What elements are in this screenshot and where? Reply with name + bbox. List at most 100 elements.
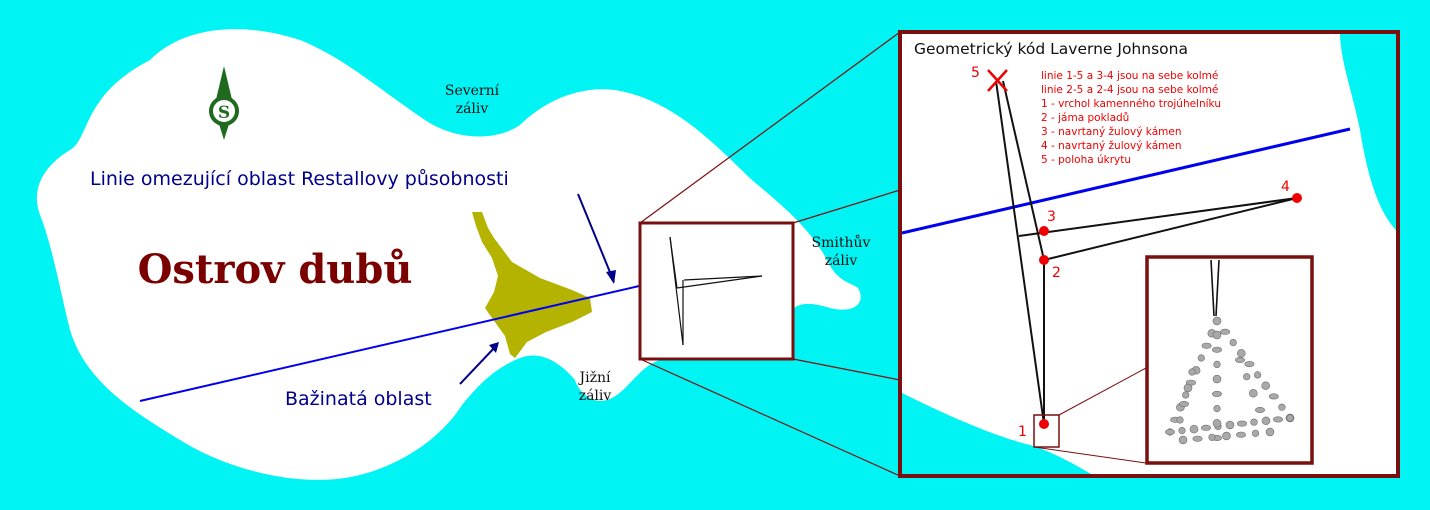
location-frame-small <box>638 221 795 361</box>
stone <box>1235 356 1246 363</box>
stone <box>1220 328 1231 335</box>
stone <box>1201 424 1212 431</box>
stone <box>1213 360 1221 369</box>
projection-line-top <box>639 31 901 224</box>
stone <box>1236 431 1247 438</box>
stone <box>1213 405 1221 413</box>
stone <box>1182 391 1190 399</box>
stone <box>1268 393 1279 400</box>
legend-line-7: 5 - poloha úkrytu <box>1041 154 1131 166</box>
detail-projection-bottom <box>1033 446 1147 464</box>
stone <box>1250 418 1258 426</box>
line-3-4 <box>1018 197 1298 237</box>
stone <box>1212 330 1222 340</box>
point-4-label: 4 <box>1281 179 1290 195</box>
stone <box>1189 425 1199 434</box>
detail-frame-small <box>1033 414 1060 448</box>
stone <box>1208 433 1216 441</box>
compass-icon: S <box>209 66 239 140</box>
point-5-label: 5 <box>971 65 980 81</box>
stone <box>1225 420 1235 430</box>
inset-sea-top-right <box>1340 32 1398 232</box>
stone <box>1251 429 1260 437</box>
stone <box>1178 427 1186 435</box>
stone <box>1249 389 1258 398</box>
stone <box>1265 427 1275 437</box>
boundary-pointer-arrowhead <box>606 270 616 284</box>
stone <box>1229 339 1237 347</box>
swamp-pointer-arrowhead <box>489 342 499 353</box>
line-2-5 <box>1002 80 1045 261</box>
swamp-annotation: Bažinatá oblast <box>285 388 432 410</box>
stone <box>1165 428 1176 435</box>
swamp-area <box>472 212 592 358</box>
legend-line-2: linie 2-5 a 2-4 jsou na sebe kolmé <box>1041 84 1218 96</box>
cross-icon <box>987 69 1008 92</box>
stone <box>1261 381 1270 390</box>
stone-triangle <box>1165 316 1295 445</box>
south-bay-label-1: Jižní <box>578 370 611 386</box>
smith-bay-label-1: Smithův <box>812 234 871 251</box>
legend-line-1: linie 1-5 a 3-4 jsou na sebe kolmé <box>1041 70 1218 82</box>
projection-line-bottom <box>639 358 901 477</box>
stone <box>1183 383 1193 393</box>
north-bay-label-1: Severní <box>445 83 500 99</box>
detail-projection-top <box>1058 367 1147 416</box>
stone <box>1237 420 1248 427</box>
stone <box>1261 416 1271 425</box>
south-bay-label-2: záliv <box>579 388 612 404</box>
stone <box>1197 354 1205 362</box>
stone <box>1286 414 1294 422</box>
inset-geometry <box>995 80 1298 425</box>
stone <box>1273 416 1284 423</box>
boundary-line-pointer <box>577 193 615 283</box>
stone <box>1192 435 1203 442</box>
island-title: Ostrov dubů <box>138 246 413 293</box>
point-3-label: 3 <box>1047 209 1056 225</box>
legend-line-5: 3 - navrtaný žulový kámen <box>1041 126 1181 138</box>
stone <box>1243 373 1251 381</box>
stone <box>1201 342 1212 349</box>
point-4-marker <box>1292 193 1302 203</box>
stone <box>1278 403 1286 411</box>
stone <box>1179 400 1190 407</box>
stone <box>1244 361 1255 368</box>
stone <box>1212 346 1223 353</box>
stone <box>1253 371 1262 379</box>
legend: linie 1-5 a 3-4 jsou na sebe kolmé linie… <box>1041 70 1221 166</box>
point-2-marker <box>1039 255 1049 265</box>
small-geometry-figure <box>669 236 763 346</box>
projection-line-mid-top <box>792 189 901 224</box>
smith-bay-label-2: záliv <box>825 253 858 269</box>
point-3-marker <box>1039 226 1049 236</box>
stone <box>1222 431 1231 441</box>
point-2-label: 2 <box>1052 265 1061 281</box>
inset-boundary-line <box>901 127 1351 235</box>
stone <box>1178 435 1188 445</box>
stone <box>1212 316 1222 326</box>
compass-letter: S <box>218 103 230 123</box>
stone <box>1237 349 1246 358</box>
stone <box>1176 416 1184 424</box>
stone <box>1212 374 1222 384</box>
inset-sea-bottom <box>900 392 1095 476</box>
line-1-5 <box>995 80 1045 425</box>
point-1-label: 1 <box>1018 424 1027 440</box>
legend-line-4: 2 - jáma pokladů <box>1041 112 1129 124</box>
stone <box>1212 390 1223 397</box>
line-2-4 <box>1043 197 1298 261</box>
inset-title: Geometrický kód Laverne Johnsona <box>914 40 1188 58</box>
swamp-pointer <box>459 345 497 385</box>
boundary-line-annotation: Linie omezující oblast Restallovy působn… <box>90 168 509 190</box>
stone <box>1255 406 1266 413</box>
legend-line-3: 1 - vrchol kamenného trojúhelníku <box>1041 98 1221 110</box>
point-1-marker <box>1039 419 1049 429</box>
legend-line-6: 4 - navrtaný žulový kámen <box>1041 140 1181 152</box>
north-bay-label-2: záliv <box>456 101 489 117</box>
stone-detail-lines <box>1210 259 1220 317</box>
stone <box>1188 368 1196 376</box>
stone <box>1212 419 1222 428</box>
projection-line-mid-bottom <box>792 358 901 381</box>
island-land <box>36 29 861 480</box>
